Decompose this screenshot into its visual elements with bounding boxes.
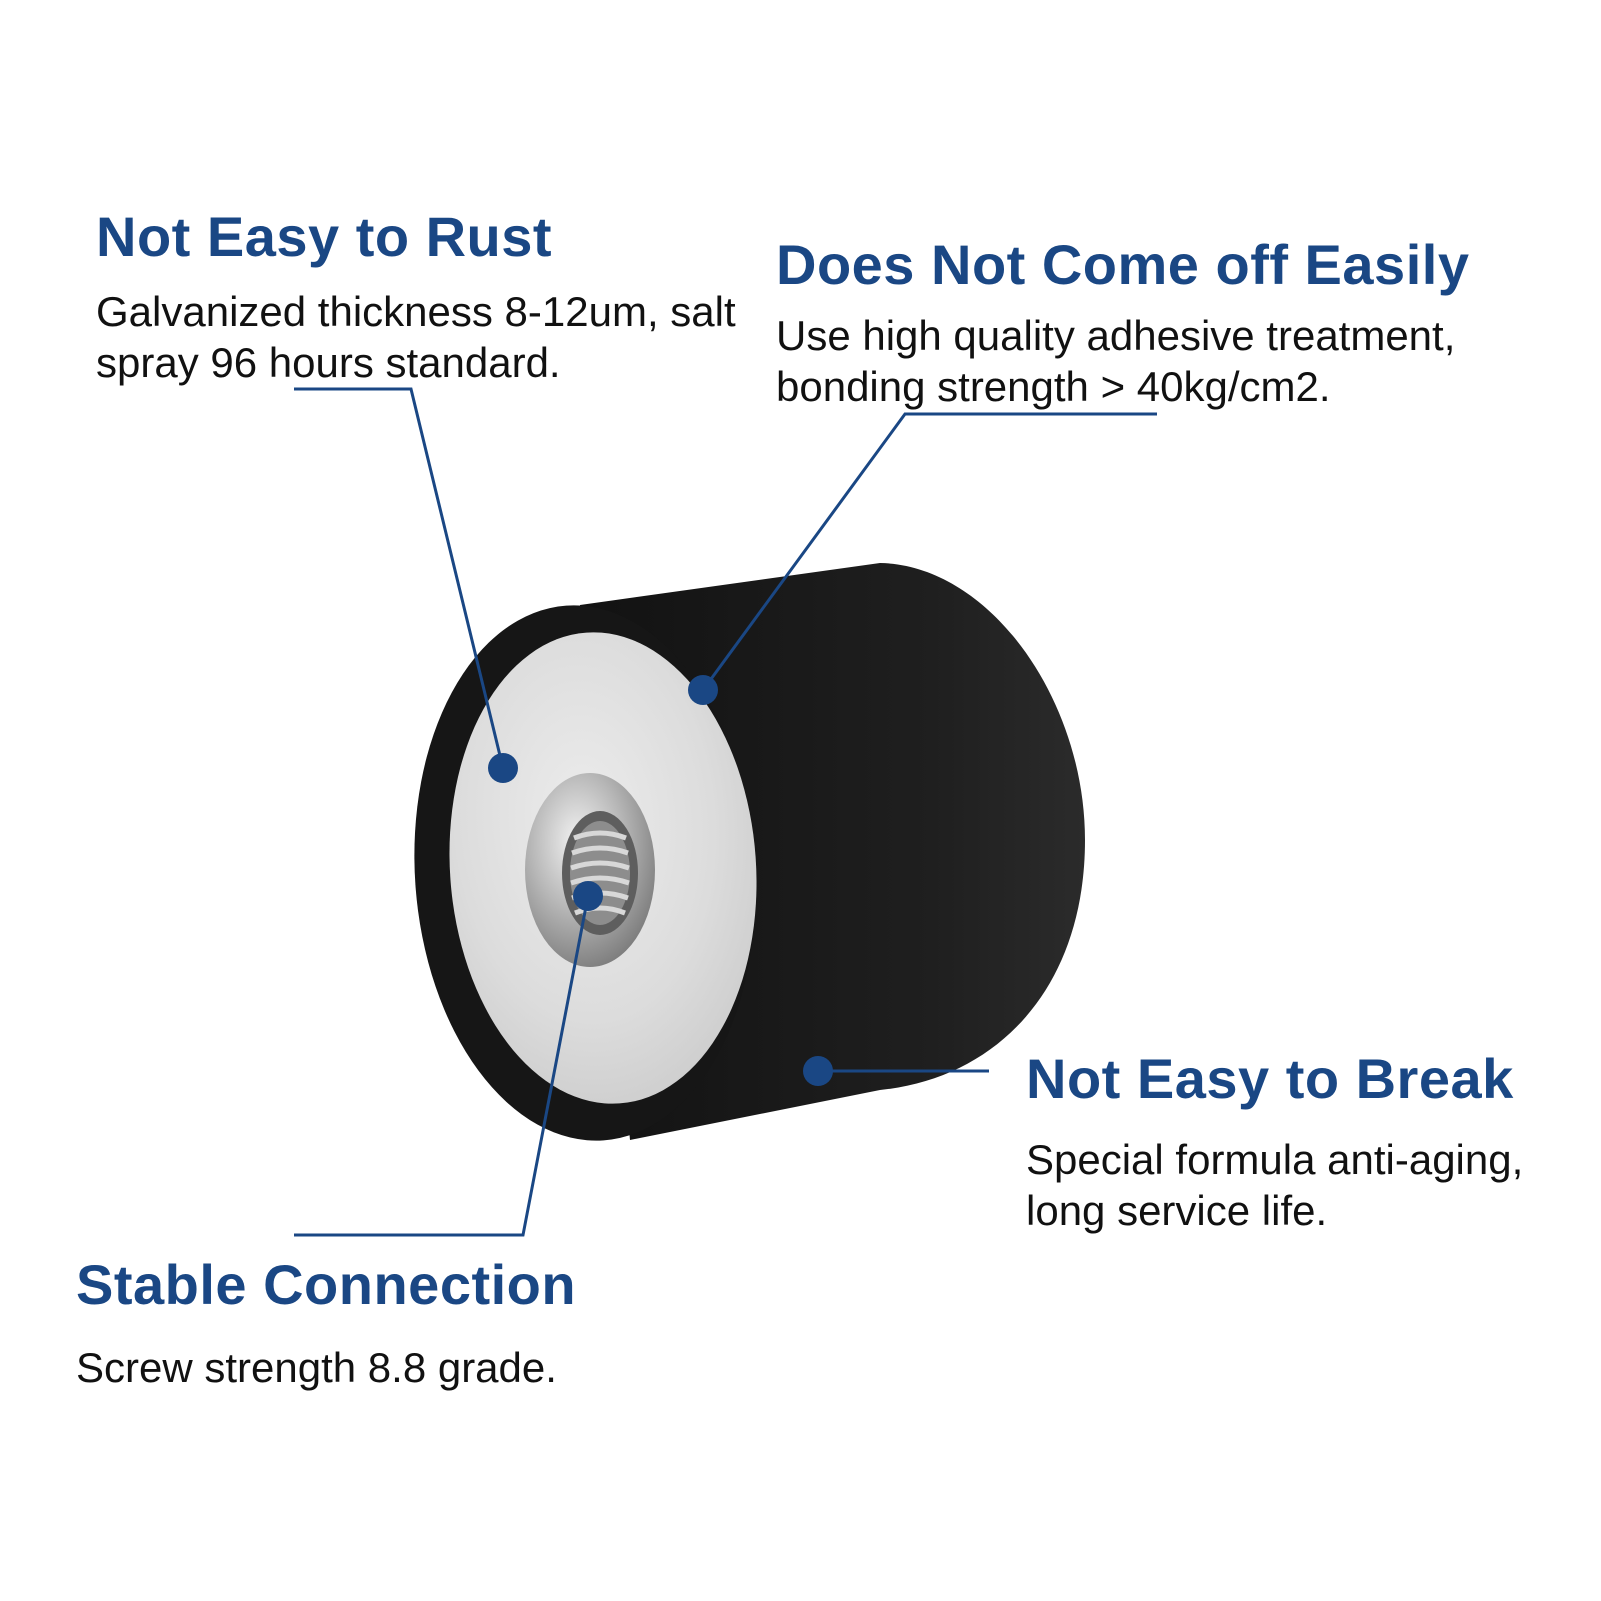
callout-line-adhesive: [701, 412, 1157, 691]
feature-not-easy-to-break: Not Easy to Break Special formula anti-a…: [1026, 1048, 1566, 1236]
threaded-nut: [525, 773, 655, 967]
callout-lines: [294, 387, 1157, 1237]
feature-title: Not Easy to Break: [1026, 1047, 1514, 1110]
callout-dot-rust: [488, 753, 518, 783]
feature-description: Screw strength 8.8 grade.: [76, 1343, 557, 1391]
callout-dot-break: [803, 1056, 833, 1086]
feature-description: Galvanized thickness 8-12um, salt spray …: [96, 287, 736, 386]
feature-description: Special formula anti-aging, long service…: [1026, 1135, 1524, 1234]
callout-line-connection: [294, 895, 590, 1237]
callout-dot-adhesive: [688, 675, 718, 705]
feature-description: Use high quality adhesive treatment, bon…: [776, 311, 1456, 410]
callout-line-rust: [294, 387, 505, 769]
feature-not-easy-to-rust: Not Easy to Rust Galvanized thickness 8-…: [96, 206, 776, 388]
feature-title: Does Not Come off Easily: [776, 233, 1470, 296]
feature-stable-connection: Stable Connection Screw strength 8.8 gra…: [76, 1254, 756, 1393]
feature-title: Stable Connection: [76, 1253, 577, 1316]
feature-does-not-come-off: Does Not Come off Easily Use high qualit…: [776, 234, 1576, 412]
callout-dot-connection: [573, 881, 603, 911]
feature-title: Not Easy to Rust: [96, 205, 553, 268]
